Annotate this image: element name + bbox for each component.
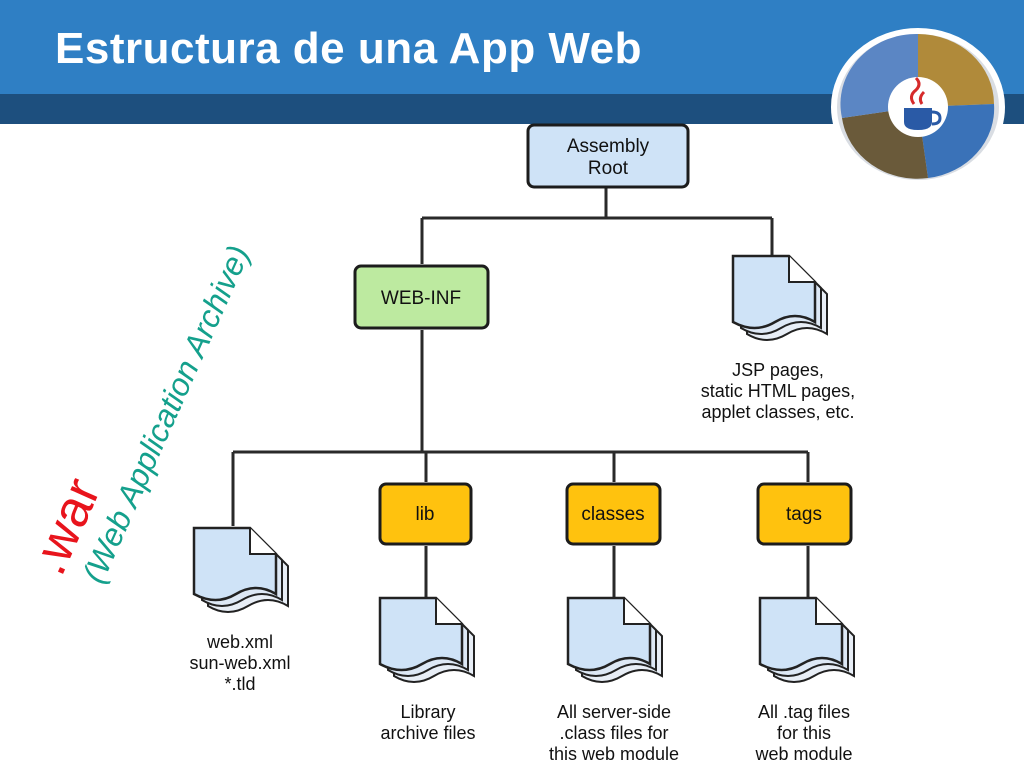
slide-title: Estructura de una App Web [55,24,643,73]
node-web-inf: WEB-INF [353,264,490,330]
caption-line: web module [754,744,852,764]
node-assembly-root: Assembly Root [526,123,690,189]
file-caption-library: Library archive files [380,702,475,743]
caption-line: All server-side [557,702,671,722]
file-icon-classes [566,596,664,684]
caption-line: .class files for [559,723,668,743]
caption-line: applet classes, etc. [701,402,854,422]
node-lib: lib [378,482,473,546]
caption-line: JSP pages, [732,360,824,380]
caption-line: *.tld [224,674,255,694]
file-icon-tags [758,596,856,684]
file-caption-jsp: JSP pages, static HTML pages, applet cla… [701,360,855,422]
caption-line: static HTML pages, [701,381,855,401]
file-icon-descriptors [192,526,290,614]
node-label-line: Assembly [567,136,650,157]
node-label-line: Root [588,158,629,179]
node-label: WEB-INF [381,288,461,309]
java-cup-icon [831,28,1005,186]
file-icon-jsp [731,254,829,342]
caption-line: for this [777,723,831,743]
caption-line: this web module [549,744,679,764]
connector-lines [231,188,810,600]
file-icon-library [378,596,476,684]
file-caption-tags: All .tag files for this web module [754,702,852,764]
node-label: lib [415,504,434,525]
node-tags: tags [756,482,853,546]
file-caption-classes: All server-side .class files for this we… [549,702,679,764]
caption-line: web.xml [206,632,273,652]
caption-line: Library [400,702,455,722]
caption-line: archive files [380,723,475,743]
node-label: classes [581,504,644,525]
node-label: tags [786,504,822,525]
caption-line: sun-web.xml [189,653,290,673]
node-classes: classes [565,482,662,546]
file-caption-descriptors: web.xml sun-web.xml *.tld [189,632,290,694]
caption-line: All .tag files [758,702,850,722]
